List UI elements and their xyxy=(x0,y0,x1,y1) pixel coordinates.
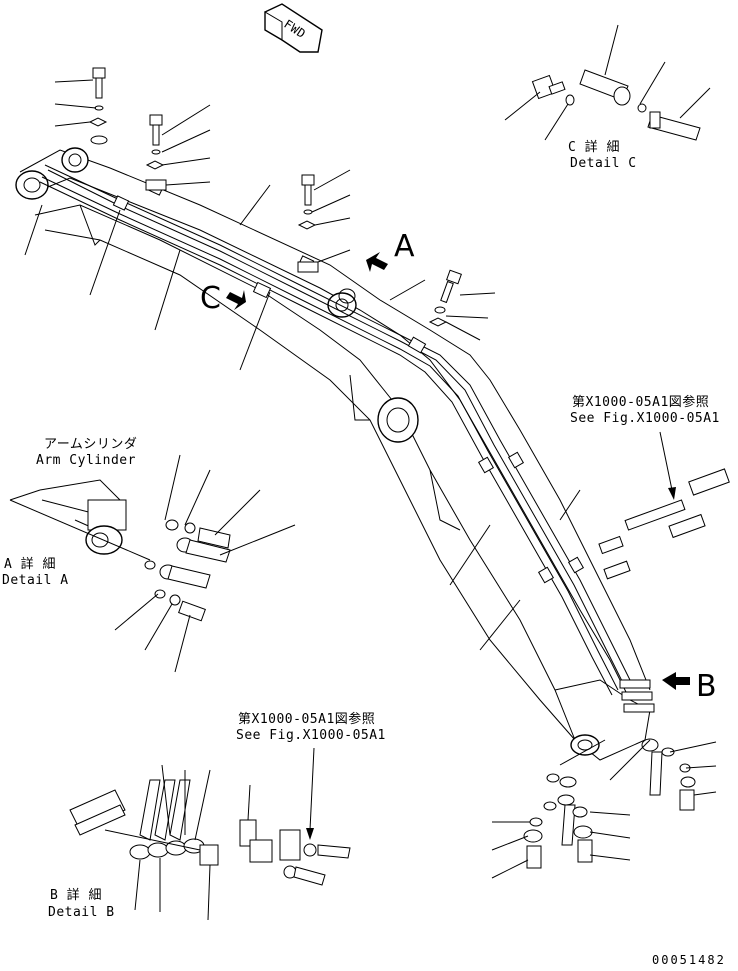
detail-c-en: Detail C xyxy=(570,156,637,171)
arm-cylinder-jp: アームシリンダ xyxy=(44,437,138,452)
detail-b-jp: B 詳 細 xyxy=(50,888,102,903)
drawing-number: 00051482 xyxy=(652,953,726,967)
callout-arrow-b-icon xyxy=(662,672,690,690)
foot-hardware xyxy=(491,738,717,879)
detail-a-jp: A 詳 細 xyxy=(4,557,56,572)
hydraulic-pipes xyxy=(39,164,655,713)
detail-a-en: Detail A xyxy=(2,573,69,588)
arm-cylinder-en: Arm Cylinder xyxy=(36,453,136,468)
detail-c-jp: C 詳 細 xyxy=(568,140,620,155)
bolt-stack-2 xyxy=(145,114,167,191)
detail-c xyxy=(504,24,711,141)
bolt-stack-1 xyxy=(88,67,108,145)
reference-pointer-right xyxy=(598,431,730,580)
callout-c-label: C xyxy=(200,281,221,316)
boom-body xyxy=(15,147,651,761)
callout-arrow-c-icon xyxy=(226,290,246,310)
callout-a-label: A xyxy=(394,229,415,264)
ref-right-en: See Fig.X1000-05A1 xyxy=(570,411,720,426)
fwd-arrow-icon xyxy=(264,3,323,53)
ref-bottom-en: See Fig.X1000-05A1 xyxy=(236,728,386,743)
ref-right-jp: 第X1000-05A1図参照 xyxy=(572,395,710,410)
detail-b xyxy=(69,747,351,921)
ref-bottom-jp: 第X1000-05A1図参照 xyxy=(238,712,376,727)
bolt-stack-4 xyxy=(428,269,462,327)
detail-b-en: Detail B xyxy=(48,905,115,920)
callout-arrow-a-icon xyxy=(366,252,388,272)
detail-a xyxy=(9,454,296,673)
leader-lines xyxy=(24,79,581,651)
callout-b-label: B xyxy=(696,669,717,704)
